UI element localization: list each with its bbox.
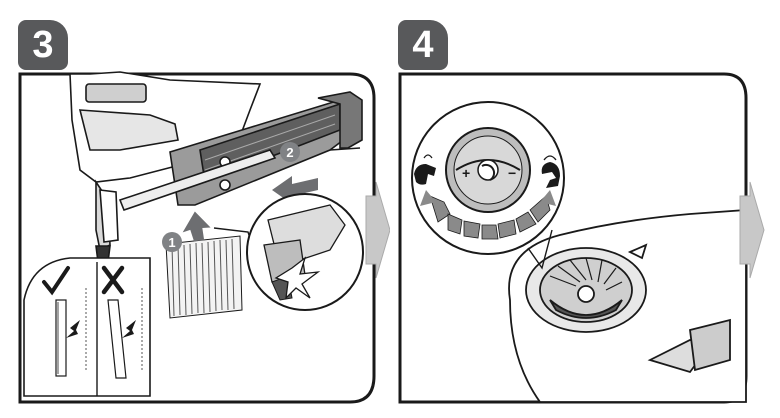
decrease-depth-icon	[414, 154, 436, 185]
depth-dial-housing	[508, 209, 747, 403]
callout-2	[280, 142, 300, 162]
latch-detail-circle	[213, 193, 364, 311]
correct-check-icon	[42, 266, 70, 296]
svg-text:2: 2	[286, 145, 293, 160]
step-4-panel: + −	[398, 72, 765, 404]
svg-text:1: 1	[168, 235, 175, 250]
next-step-arrow	[739, 181, 765, 279]
dial-detail-circle: + −	[411, 101, 565, 270]
step-4-badge: 4	[398, 20, 448, 70]
nail-strip-illustration	[165, 235, 243, 319]
callout-1	[162, 232, 182, 252]
next-step-arrow	[365, 181, 390, 279]
nailer-illustration	[69, 71, 363, 263]
dial-minus-label: −	[508, 165, 516, 181]
slide-direction-arrow	[272, 176, 318, 204]
rotation-arc	[429, 195, 551, 240]
dial-plus-label: +	[462, 165, 470, 181]
alignment-inset	[23, 257, 151, 397]
step-3-panel: 1 2	[18, 71, 390, 404]
increase-depth-icon	[541, 155, 560, 188]
incorrect-x-icon	[101, 265, 125, 295]
insert-direction-arrow	[182, 211, 211, 242]
step-3-badge: 3	[18, 20, 68, 70]
